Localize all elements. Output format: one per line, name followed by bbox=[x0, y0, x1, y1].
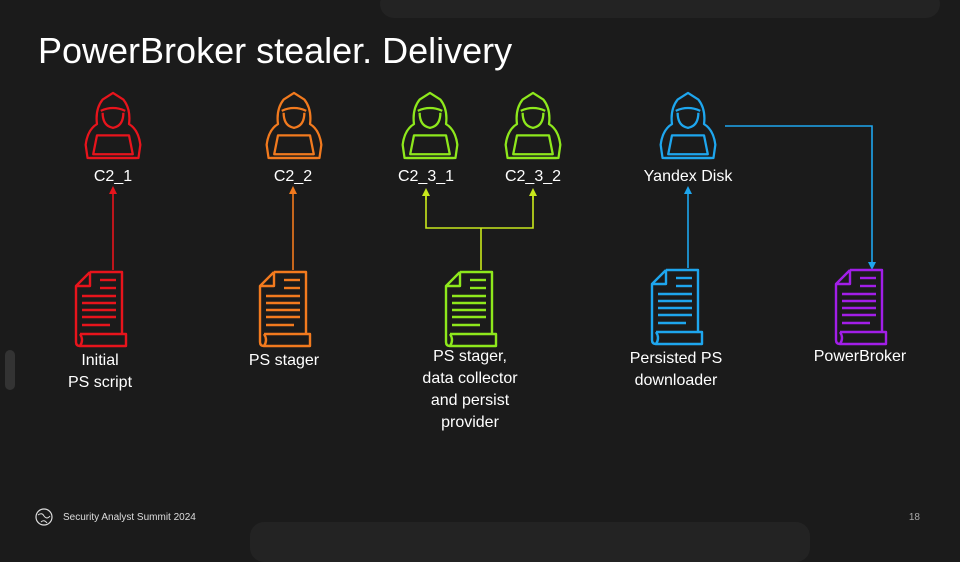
arrow-collector-split bbox=[425, 192, 534, 270]
node-label-c2-2: C2_2 bbox=[273, 168, 313, 185]
hacker-icon bbox=[655, 90, 721, 160]
file-label-powerbroker: PowerBroker bbox=[813, 348, 907, 365]
file-label-stager: PS stager bbox=[248, 352, 320, 369]
node-label-c2-3-2: C2_3_2 bbox=[504, 168, 562, 185]
document-icon bbox=[442, 270, 498, 348]
node-label-c2-1: C2_1 bbox=[93, 168, 133, 185]
footer-event: Security Analyst Summit 2024 bbox=[63, 512, 196, 523]
node-label-yandex-disk: Yandex Disk bbox=[643, 168, 733, 185]
background-panel bbox=[380, 0, 940, 18]
globe-logo-icon bbox=[35, 508, 53, 526]
page-title: PowerBroker stealer. Delivery bbox=[38, 30, 513, 71]
hacker-icon bbox=[261, 90, 327, 160]
connector-lines bbox=[109, 125, 876, 270]
document-icon bbox=[832, 268, 888, 346]
hacker-icon bbox=[397, 90, 463, 160]
side-handle bbox=[5, 350, 15, 390]
page-number: 18 bbox=[908, 512, 920, 523]
node-label-c2-3-1: C2_3_1 bbox=[397, 168, 455, 185]
document-icon bbox=[72, 270, 128, 348]
document-icon bbox=[648, 268, 704, 346]
arrow-yandex-to-powerbroker bbox=[725, 125, 876, 270]
document-icon bbox=[256, 270, 312, 348]
hacker-icon bbox=[80, 90, 146, 160]
hacker-icon bbox=[500, 90, 566, 160]
